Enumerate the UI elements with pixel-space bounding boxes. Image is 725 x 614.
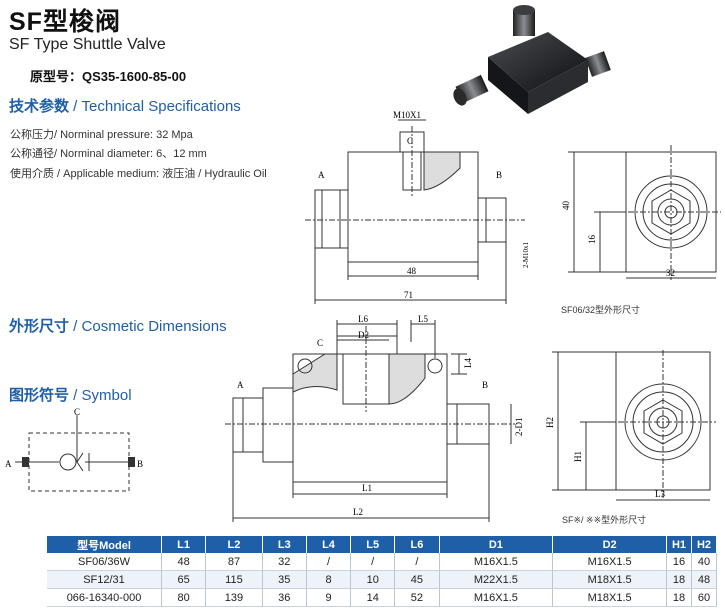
d2-d2: D2 xyxy=(358,330,369,340)
table-row: SF12/31 65 115 35 8 10 45 M22X1.5 M18X1.… xyxy=(47,570,717,589)
spec-medium: 使用介质 / Applicable medium: 液压油 / Hydrauli… xyxy=(10,168,267,180)
cell-model: SF06/36W xyxy=(47,553,162,571)
drawing2-caption: SF※/ ※※型外形尺寸 xyxy=(562,515,647,525)
cell-l2: 87 xyxy=(205,553,263,571)
cell-l2: 139 xyxy=(205,588,263,607)
table-row: 066-16340-000 80 139 36 9 14 52 M16X1.5 … xyxy=(47,588,717,607)
page-subtitle: SF Type Shuttle Valve xyxy=(9,36,166,53)
cell-model: 066-16340-000 xyxy=(47,588,162,607)
cell-l5: / xyxy=(350,553,396,571)
cell-l4: / xyxy=(306,553,352,571)
cell-l6: 52 xyxy=(394,588,440,607)
symbol-heading: 图形符号 / Symbol xyxy=(9,387,132,404)
table-row: SF06/36W 48 87 32 / / / M16X1.5 M16X1.5 … xyxy=(47,553,717,571)
drawing1-caption: SF06/32型外形尺寸 xyxy=(561,305,641,315)
d2-h1: H1 xyxy=(573,451,583,462)
symbol-port-b: B xyxy=(137,459,143,469)
cell-l3: 35 xyxy=(262,570,307,589)
d1-16: 16 xyxy=(587,235,597,245)
dimensions-heading: 外形尺寸 / Cosmetic Dimensions xyxy=(9,318,227,335)
col-h2: H2 xyxy=(691,536,717,553)
cell-l5: 10 xyxy=(350,570,396,589)
cell-d2: M16X1.5 xyxy=(552,553,667,571)
cell-l6: / xyxy=(394,553,440,571)
d1-2m: 2-M10x1 xyxy=(522,241,530,268)
original-model: 原型号：QS35-1600-85-00 xyxy=(30,69,187,84)
spec-diameter: 公称通径/ Norminal diameter: 6、12 mm xyxy=(10,148,207,160)
cell-h2: 40 xyxy=(691,553,717,571)
d2-b: B xyxy=(482,380,488,390)
drawing-sf-front: L6 D2 L5 L4 C A B 2-D1 L1 L2 xyxy=(225,314,524,522)
tech-spec-heading: 技术参数 / Technical Specifications xyxy=(9,98,241,115)
cell-d1: M16X1.5 xyxy=(439,553,554,571)
cell-d1: M22X1.5 xyxy=(439,570,554,589)
cell-l4: 9 xyxy=(306,588,352,607)
d2-a: A xyxy=(237,380,244,390)
d1-71: 71 xyxy=(404,290,413,300)
cell-d2: M18X1.5 xyxy=(552,570,667,589)
d1-c: C xyxy=(407,136,413,146)
cell-l1: 65 xyxy=(161,570,207,589)
col-l4: L4 xyxy=(306,536,352,553)
cell-l5: 14 xyxy=(350,588,396,607)
drawing-sf-side: H2 H1 L3 xyxy=(545,350,716,501)
cell-h2: 60 xyxy=(691,588,717,607)
col-l2: L2 xyxy=(205,536,263,553)
d2-l2: L2 xyxy=(353,507,363,517)
cell-d2: M18X1.5 xyxy=(552,588,667,607)
col-l1: L1 xyxy=(161,536,207,553)
d1-m10: M10X1 xyxy=(393,110,421,120)
col-l3: L3 xyxy=(262,536,307,553)
cell-l6: 45 xyxy=(394,570,440,589)
col-d2: D2 xyxy=(552,536,667,553)
table-header-row: 型号Model L1 L2 L3 L4 L5 L6 D1 D2 H1 H2 xyxy=(47,536,717,553)
col-l5: L5 xyxy=(350,536,396,553)
cell-model: SF12/31 xyxy=(47,570,162,589)
d2-l4: L4 xyxy=(463,358,473,368)
cell-l2: 115 xyxy=(205,570,263,589)
d2-l5: L5 xyxy=(418,314,428,324)
spec-pressure: 公称压力/ Norminal pressure: 32 Mpa xyxy=(10,129,193,141)
cell-d1: M16X1.5 xyxy=(439,588,554,607)
col-l6: L6 xyxy=(394,536,440,553)
cell-l3: 36 xyxy=(262,588,307,607)
cell-l1: 80 xyxy=(161,588,207,607)
product-photo xyxy=(453,5,611,114)
cell-h1: 18 xyxy=(666,588,692,607)
d2-2d1: 2-D1 xyxy=(514,418,524,437)
d2-l3: L3 xyxy=(655,489,665,499)
col-h1: H1 xyxy=(666,536,692,553)
drawing-sf06-front: M10X1 C A B 48 71 2-M10x1 xyxy=(305,110,530,304)
symbol-diagram: A B C xyxy=(5,407,143,492)
drawing-sf06-side: 40 16 32 xyxy=(561,145,721,280)
d1-b: B xyxy=(496,170,502,180)
cell-h2: 48 xyxy=(691,570,717,589)
symbol-port-c: C xyxy=(74,407,80,417)
model-spec-table: 型号Model L1 L2 L3 L4 L5 L6 D1 D2 H1 H2 SF… xyxy=(47,536,717,607)
cell-h1: 16 xyxy=(666,553,692,571)
cell-h1: 18 xyxy=(666,570,692,589)
d2-c: C xyxy=(317,338,323,348)
d1-32: 32 xyxy=(666,268,675,278)
col-model: 型号Model xyxy=(47,536,162,553)
page-title: SF型梭阀 xyxy=(9,8,121,36)
col-d1: D1 xyxy=(439,536,554,553)
cell-l1: 48 xyxy=(161,553,207,571)
d2-h2: H2 xyxy=(545,417,555,428)
d2-l6: L6 xyxy=(358,314,368,324)
symbol-port-a: A xyxy=(5,459,12,469)
cell-l4: 8 xyxy=(306,570,352,589)
cell-l3: 32 xyxy=(262,553,307,571)
d1-a: A xyxy=(318,170,325,180)
d2-l1: L1 xyxy=(362,483,372,493)
d1-40: 40 xyxy=(561,201,571,211)
d1-48: 48 xyxy=(407,266,417,276)
